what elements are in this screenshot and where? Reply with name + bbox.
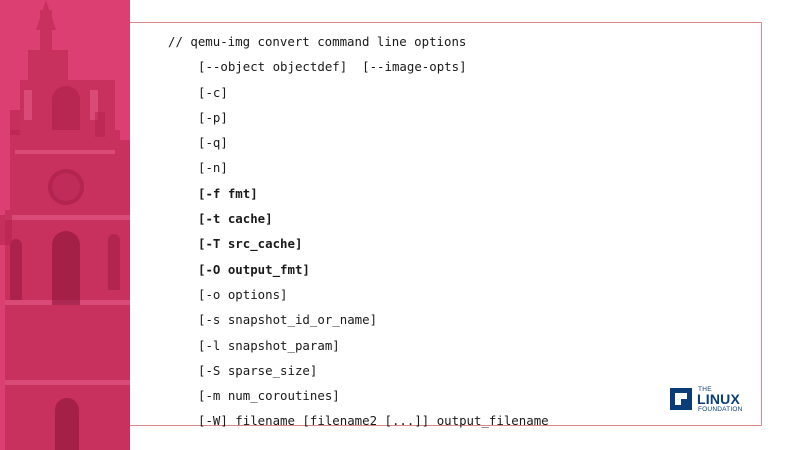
- code-option-line: [-s snapshot_id_or_name]: [198, 312, 378, 328]
- code-option-line: [-W] filename [filename2 [...]] output_f…: [198, 413, 549, 429]
- church-tower-illustration: [0, 0, 130, 450]
- code-option-line: [-S sparse_size]: [198, 362, 318, 378]
- code-option-line: [-n]: [198, 160, 228, 176]
- code-comment-line: // qemu-img convert command line options: [168, 34, 467, 49]
- logo-foundation-text: FOUNDATION: [698, 406, 743, 413]
- code-option-line: [-p]: [198, 109, 228, 125]
- code-option-line: [-T src_cache]: [198, 236, 303, 252]
- code-option-line: [-o options]: [198, 286, 288, 302]
- logo-linux-text: LINUX: [697, 391, 740, 407]
- code-block: // qemu-img convert command line options…: [168, 29, 549, 434]
- slide-frame: [130, 22, 762, 426]
- code-option-line: [-t cache]: [198, 211, 273, 227]
- sidebar-photo: [0, 0, 130, 450]
- code-option-line: [-c]: [198, 84, 228, 100]
- linux-foundation-logo: THE LINUX FOUNDATION: [670, 386, 760, 416]
- code-option-line: [-q]: [198, 135, 228, 151]
- linux-foundation-mark-icon: [670, 388, 692, 410]
- code-option-line: [-f fmt]: [198, 185, 258, 201]
- code-option-line: [-O output_fmt]: [198, 261, 310, 277]
- code-option-line: [--object objectdef] [--image-opts]: [198, 59, 467, 75]
- code-option-line: [-m num_coroutines]: [198, 388, 340, 404]
- logo-the-text: THE: [698, 386, 712, 393]
- code-option-line: [-l snapshot_param]: [198, 337, 340, 353]
